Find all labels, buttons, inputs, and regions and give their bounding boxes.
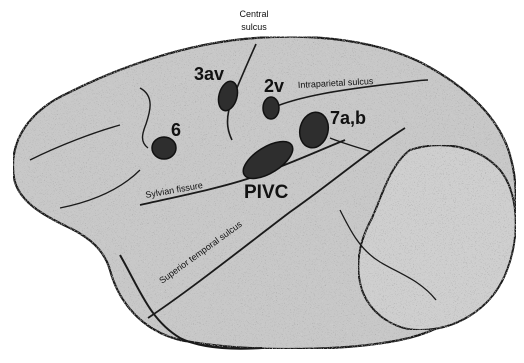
area-6-label: 6 xyxy=(171,120,181,140)
area-pivc-label: PIVC xyxy=(244,182,289,203)
area-6-region xyxy=(152,137,176,159)
area-2v-label: 2v xyxy=(264,76,284,96)
central-sulcus-label-2: sulcus xyxy=(241,22,267,32)
area-2v-region xyxy=(263,97,279,119)
area-3av-label: 3av xyxy=(194,64,224,84)
area-7ab-label: 7a,b xyxy=(330,108,366,128)
central-sulcus-label-1: Central xyxy=(239,9,268,19)
